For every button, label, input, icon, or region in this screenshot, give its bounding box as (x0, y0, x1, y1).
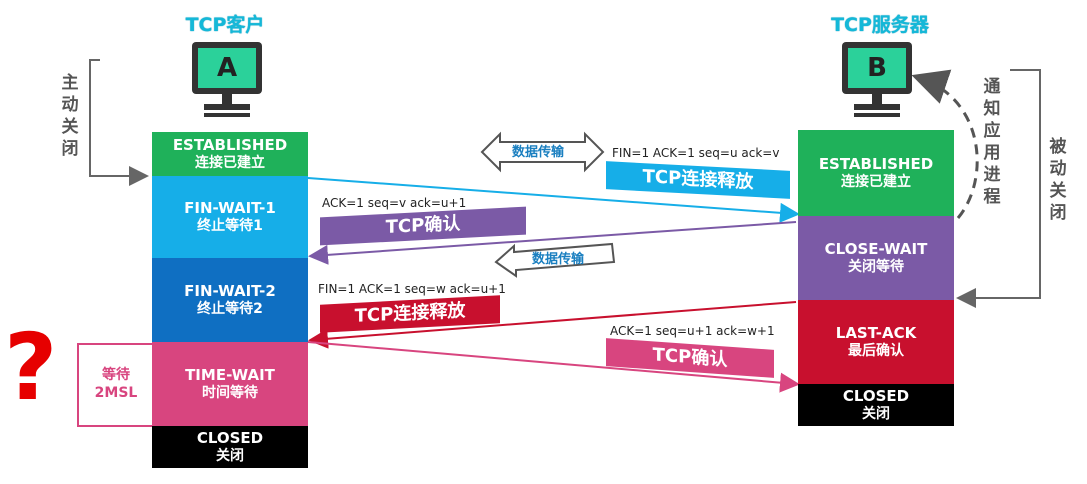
state-en: CLOSE-WAIT (824, 239, 928, 258)
wait-2msl-line1: 等待 (102, 367, 130, 383)
state-en: CLOSED (196, 428, 264, 447)
active-close-bracket (89, 59, 149, 186)
client-state-established: ESTABLISHED 连接已建立 (152, 132, 308, 176)
state-zh: 连接已建立 (195, 154, 265, 171)
msg-ack2-fields: ACK=1 seq=u+1 ack=w+1 (610, 324, 775, 338)
passive-close-bracket (956, 69, 1041, 308)
client-state-closed: CLOSED 关闭 (152, 426, 308, 468)
state-en: TIME-WAIT (185, 365, 275, 384)
server-state-established: ESTABLISHED 连接已建立 (798, 130, 954, 216)
state-zh: 连接已建立 (841, 173, 911, 190)
wait-2msl-label: 等待 2MSL (88, 366, 144, 402)
state-en: LAST-ACK (835, 323, 917, 342)
msg-fin1-line (307, 177, 800, 223)
msg-ack1-line (308, 221, 797, 265)
state-zh: 时间等待 (202, 384, 258, 401)
msg-fin2-fields: FIN=1 ACK=1 seq=w ack=u+1 (318, 282, 506, 296)
msg-ack1-fields: ACK=1 seq=v ack=u+1 (322, 196, 467, 210)
server-letter: B (848, 48, 906, 88)
state-en: CLOSED (842, 386, 910, 405)
data-transfer-label-top: 数据传输 (512, 145, 565, 160)
server-state-close-wait: CLOSE-WAIT 关闭等待 (798, 216, 954, 300)
state-en: ESTABLISHED (818, 154, 934, 173)
msg-ack2-line (307, 341, 800, 393)
client-state-fin-wait-1: FIN-WAIT-1 终止等待1 (152, 176, 308, 258)
wait-2msl-bracket (77, 343, 152, 427)
msg-fin1-fields: FIN=1 ACK=1 seq=u ack=v (612, 146, 780, 160)
client-state-fin-wait-2: FIN-WAIT-2 终止等待2 (152, 258, 308, 342)
passive-close-label: 被动关闭 (1049, 137, 1067, 223)
msg-fin2-line (308, 301, 797, 349)
wait-2msl-line2: 2MSL (94, 385, 138, 401)
server-computer-icon: B (842, 42, 912, 124)
state-en: FIN-WAIT-1 (184, 198, 276, 217)
client-computer-icon: A (192, 42, 262, 124)
state-en: ESTABLISHED (172, 135, 288, 154)
state-zh: 关闭 (862, 405, 890, 422)
data-transfer-label-mid: 数据传输 (532, 252, 585, 267)
client-letter: A (198, 48, 256, 88)
server-state-last-ack: LAST-ACK 最后确认 (798, 300, 954, 384)
notify-app-curve (911, 69, 979, 219)
server-title: TCP服务器 (831, 14, 929, 36)
data-transfer-double-arrow (480, 131, 605, 173)
client-title: TCP客户 (185, 14, 265, 36)
notify-app-label: 通知应用进程 (983, 77, 1001, 207)
state-zh: 关闭 (216, 447, 244, 464)
server-state-closed: CLOSED 关闭 (798, 384, 954, 426)
client-state-time-wait: TIME-WAIT 时间等待 (152, 342, 308, 426)
state-zh: 终止等待2 (197, 300, 263, 317)
state-zh: 终止等待1 (197, 217, 263, 234)
active-close-label: 主动关闭 (61, 73, 79, 159)
question-mark-icon: ? (4, 314, 58, 421)
state-zh: 最后确认 (848, 342, 904, 359)
state-zh: 关闭等待 (848, 258, 904, 275)
state-en: FIN-WAIT-2 (184, 281, 276, 300)
data-transfer-left-arrow (494, 242, 616, 278)
